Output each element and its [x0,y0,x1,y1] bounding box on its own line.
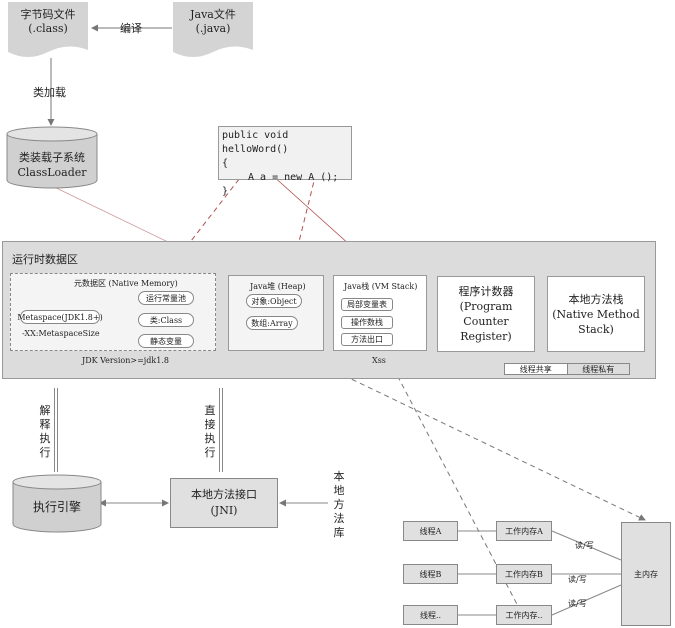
work-memory-more: 工作内存.. [496,605,552,625]
operand-item: 操作数栈 [341,316,393,329]
class-file-ext: (.class) [28,22,68,35]
static-var-pill: 静态变量 [138,334,194,348]
class-file: 字节码文件 (.class) [8,6,88,38]
native-stack-title: 本地方法栈 [568,292,624,306]
compile-label: 编译 [120,22,142,35]
class-load-label: 类加载 [33,86,66,99]
code-line-3: A a = new A (); [248,172,339,183]
code-line-4: } [222,186,229,197]
array-pill: 数组:Array [246,316,298,330]
native-lib-label: 本地方法库 [333,470,345,539]
java-file-shape [173,2,253,57]
code-line-1: public void helloWord() [222,130,289,155]
metaspace-size: -XX:MetaspaceSize [22,329,100,338]
pc-register: 程序计数器 (Program Counter Register) [437,276,535,352]
jni-box: 本地方法接口 (JNI) [170,478,278,528]
execution-engine: 执行引擎 [32,499,81,514]
legend: 线程共享 线程私有 [504,363,630,375]
xss-label: Xss [372,356,386,365]
classloader-shape [6,126,98,189]
thread-a: 线程A [403,521,458,541]
work-memory-a: 工作内存A [496,521,552,541]
pc-line3: Register) [460,330,512,343]
code-line-2: { [222,158,229,169]
rw-label-b: 读/写 [568,575,587,584]
runtime-title: 运行时数据区 [12,253,78,266]
jni-title: 本地方法接口 [191,488,257,501]
class-file-title: 字节码文件 [20,8,76,21]
java-file: Java文件 (.java) [173,6,253,38]
classloader-title: 类装载子系统 [19,151,85,164]
native-method-stack: 本地方法栈 (Native Method Stack) [547,276,645,352]
heap-title: Java堆 (Heap) [250,282,306,291]
jdk-version: JDK Version>=jdk1.8 [82,356,169,365]
legend-shared: 线程共享 [505,364,567,374]
locals-item: 局部变量表 [341,298,393,311]
thread-b: 线程B [403,564,458,584]
thread-more: 线程.. [403,605,458,625]
heap-panel [228,275,324,351]
java-file-title: Java文件 [190,8,236,21]
native-stack-line3: Stack) [578,322,614,336]
class-file-shape [8,2,88,57]
class-pill: 类:Class [138,313,194,327]
classloader: 类装载子系统 ClassLoader [6,148,98,182]
native-stack-line2: (Native Method [552,307,640,321]
jni-sub: (JNI) [210,504,238,517]
stack-title: Java栈 (VM Stack) [344,282,418,291]
pc-title: 程序计数器 [458,285,514,298]
pc-line2: (Program Counter [459,300,513,328]
metaspace-title: 元数据区 (Native Memory) [74,279,178,288]
direct-label: 直接执行 [204,404,216,459]
object-pill: 对象:Object [246,294,302,308]
work-memory-b: 工作内存B [496,564,552,584]
exit-item: 方法出口 [341,333,393,346]
metaspace-pill: Metaspace(JDK1.8+) [17,310,103,324]
const-pool-pill: 运行常量池 [138,291,194,305]
engine-shape [12,474,102,533]
legend-private: 线程私有 [566,364,629,374]
classloader-sub: ClassLoader [17,166,87,179]
rw-label-c: 读/写 [568,599,587,608]
java-file-ext: (.java) [195,22,231,35]
interpret-label: 解释执行 [39,404,51,459]
main-memory: 主内存 [621,522,671,626]
code-snippet: public void helloWord() { A a = new A ()… [218,126,352,197]
rw-label-a: 读/写 [575,541,594,550]
